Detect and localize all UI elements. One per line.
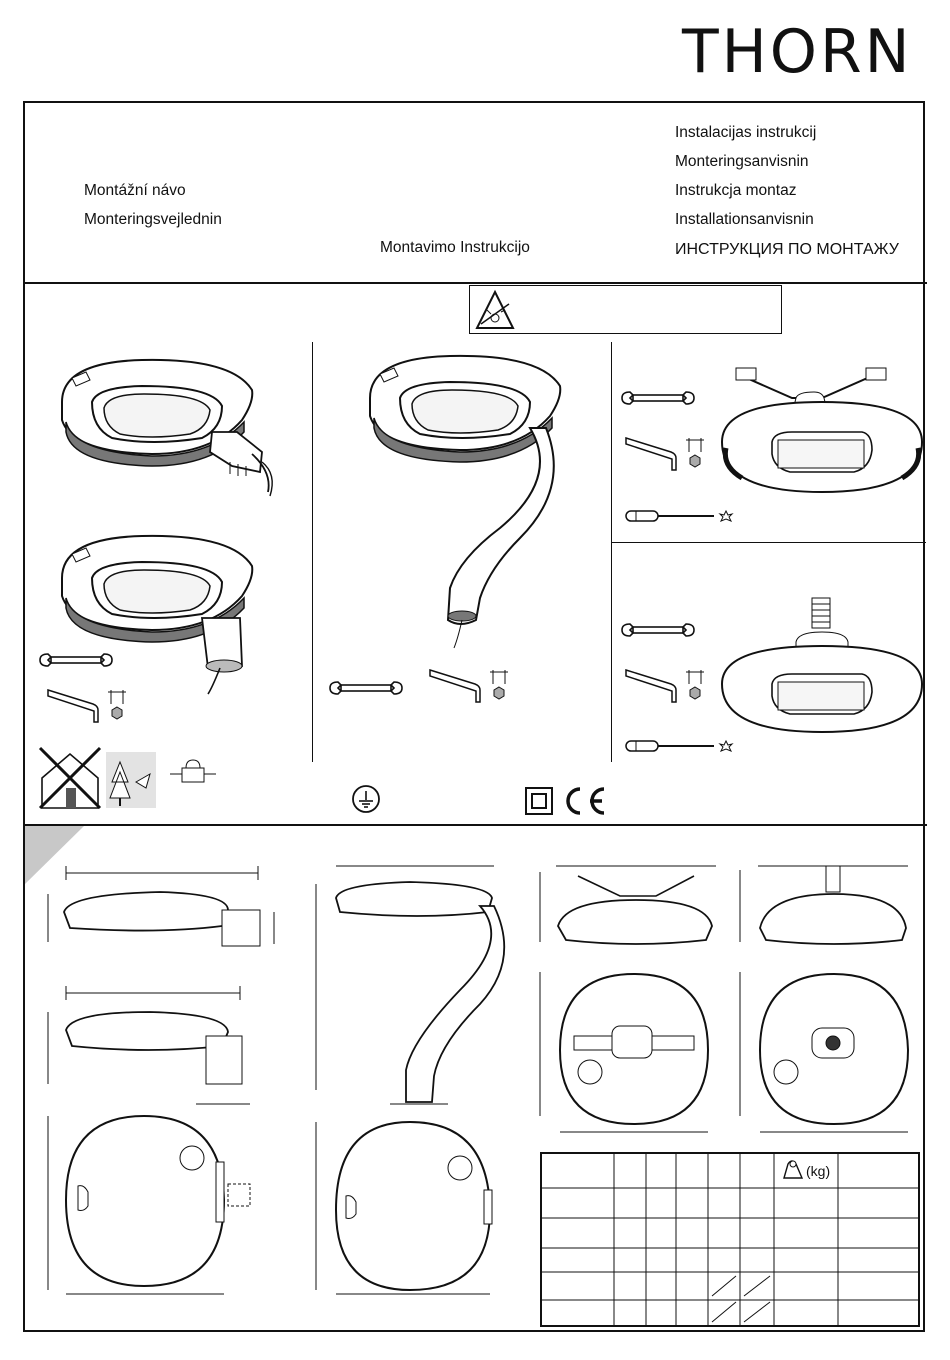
dimension-post-top-side xyxy=(740,866,908,944)
hex-key-icon xyxy=(48,690,126,722)
weight-icon xyxy=(784,1161,802,1178)
ce-mark-icon xyxy=(568,789,604,813)
dimension-plan-view-center xyxy=(316,1122,492,1294)
wrench-icon xyxy=(40,654,112,666)
hex-key-icon xyxy=(626,670,704,702)
dimension-plan-view-left xyxy=(48,1116,250,1294)
dimension-bracket-side xyxy=(540,866,716,944)
luminaire-top-entry-illustration xyxy=(62,536,252,694)
no-look-at-light-icon xyxy=(477,292,513,328)
padlock-icon xyxy=(170,760,216,782)
outdoor-use-icon xyxy=(106,752,156,808)
wrench-icon xyxy=(622,392,694,404)
class-ii-double-insulation-icon xyxy=(526,788,552,814)
dimension-pole-profile xyxy=(316,866,504,1104)
weight-table-grid xyxy=(542,1154,918,1326)
hex-key-icon xyxy=(430,670,508,702)
dimension-post-top-plan xyxy=(740,972,908,1132)
dimension-side-profile xyxy=(48,866,274,946)
no-indoor-use-icon xyxy=(40,748,100,808)
luminaire-side-entry-illustration xyxy=(62,360,272,496)
luminaire-bracket-view-illustration xyxy=(722,368,922,492)
dimension-top-entry-profile xyxy=(48,986,250,1104)
dimension-bracket-plan xyxy=(540,972,708,1132)
luminaire-post-top-view-illustration xyxy=(722,598,922,732)
wrench-icon xyxy=(330,682,402,694)
corner-marker xyxy=(25,826,84,884)
torx-screwdriver-icon xyxy=(626,511,732,521)
hex-key-icon xyxy=(626,438,704,470)
luminaire-on-pole-illustration xyxy=(370,356,560,648)
torx-screwdriver-icon xyxy=(626,741,732,751)
earth-ground-icon xyxy=(353,786,379,812)
wrench-icon xyxy=(622,624,694,636)
